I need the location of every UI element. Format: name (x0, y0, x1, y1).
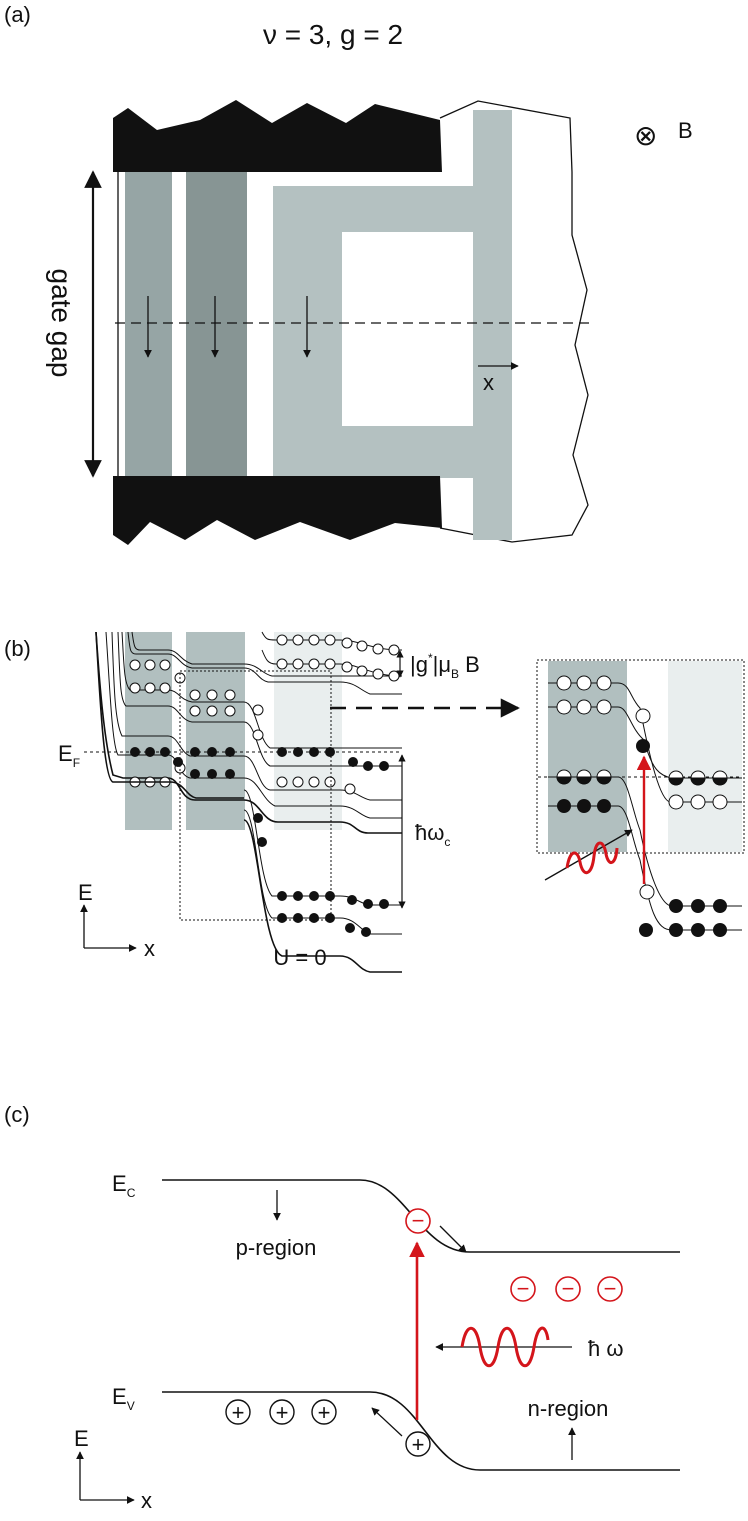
panel-a-title: ν = 3, g = 2 (263, 19, 403, 50)
zoom-level-4 (548, 805, 742, 931)
zoom-level-3 (548, 776, 742, 907)
top-gate (113, 100, 442, 172)
empty-states (129, 634, 400, 795)
level-line-6 (131, 631, 402, 677)
level-line-8 (243, 809, 402, 935)
valence-band-edge (162, 1391, 680, 1471)
zoom-half-states (556, 769, 728, 786)
svg-text:−: − (412, 1208, 425, 1233)
photon-wave (460, 1326, 550, 1368)
valence-label: EV (112, 1384, 135, 1413)
zoom-empty-states (556, 675, 728, 900)
p-region-label: p-region (236, 1235, 317, 1260)
fermi-label: EF (58, 741, 80, 770)
band-bottom (95, 631, 402, 834)
occupied-states (130, 747, 389, 937)
zoom-occupied-states (557, 739, 727, 937)
panel-a: (a) ν = 3, g = 2 gate gap x ⊗ B (4, 2, 693, 545)
band-bottom-tail (243, 819, 402, 973)
energy-strip-2 (186, 632, 245, 830)
electron-excited: − (405, 1208, 431, 1234)
channel-strip-3 (273, 110, 512, 540)
svg-text:−: − (517, 1276, 530, 1301)
panel-b: (b) EF (4, 631, 745, 973)
zoom-strip-right (668, 661, 742, 852)
channel-strip-2 (186, 172, 247, 476)
zoom-photon-wave (565, 841, 619, 874)
photon-label: ħ ω (588, 1336, 624, 1361)
cyclotron-label: ħωc (415, 820, 450, 849)
energy-axis-label: E (78, 880, 93, 905)
level-line-3 (117, 631, 402, 767)
level-line-1 (105, 631, 402, 819)
holes-p-region: + + + (225, 1399, 337, 1425)
zoom-photon-arrow (544, 829, 633, 881)
field-label: B (678, 118, 693, 143)
svg-text:+: + (318, 1400, 331, 1425)
svg-text:−: − (604, 1276, 617, 1301)
field-symbol: ⊗ (634, 120, 657, 151)
level-line-7 (243, 789, 402, 906)
svg-text:+: + (232, 1400, 245, 1425)
hole-excited: + (405, 1431, 431, 1457)
zoom-inset (536, 659, 745, 937)
conduction-label: EC (112, 1171, 136, 1200)
level-line-5 (127, 631, 402, 695)
panel-b-label: (b) (4, 636, 31, 661)
position-axis-label: x (144, 936, 155, 961)
svg-text:−: − (562, 1276, 575, 1301)
pn-position-axis-label: x (141, 1488, 152, 1513)
x-direction-label: x (483, 370, 494, 395)
n-region-label: n-region (528, 1396, 609, 1421)
zoom-strip-left (548, 661, 627, 852)
svg-text:+: + (412, 1432, 425, 1457)
electrons-n-region: − − − (510, 1276, 623, 1302)
electron-drift-arrow (439, 1225, 467, 1253)
panel-c-label: (c) (4, 1102, 30, 1127)
hole-drift-arrow (371, 1407, 403, 1437)
gate-gap-label: gate gap (46, 269, 77, 378)
band-left-wall (95, 631, 244, 799)
bias-label: U = 0 (273, 945, 326, 970)
panel-c: (c) EC EV p-region n-region − − − − + (4, 1102, 680, 1513)
pn-energy-axis-label: E (74, 1426, 89, 1451)
sample-outline (117, 100, 589, 543)
svg-text:+: + (276, 1400, 289, 1425)
level-line-4 (121, 631, 402, 749)
zeeman-label: |g*|μB B (410, 651, 480, 681)
bottom-gate (113, 476, 442, 545)
panel-a-label: (a) (4, 2, 31, 27)
